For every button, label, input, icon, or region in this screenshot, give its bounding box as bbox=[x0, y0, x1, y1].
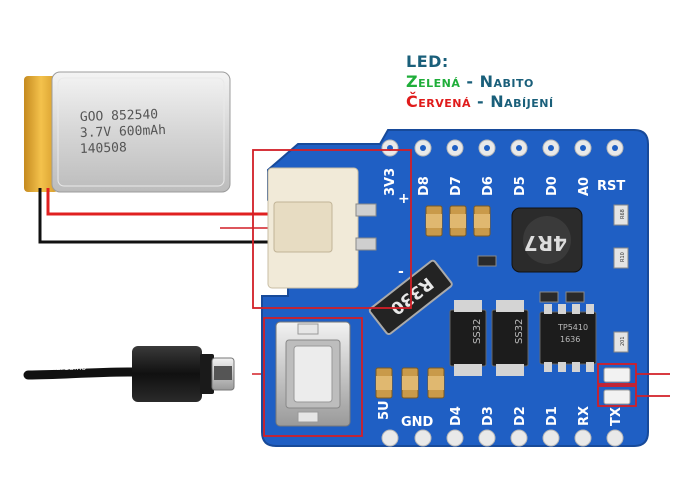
pin-label-a0: A0 bbox=[577, 177, 592, 196]
smd-label-a: R68 bbox=[620, 209, 626, 219]
pin-label-d3: D3 bbox=[481, 406, 496, 426]
smd-capacitors-bottom bbox=[375, 367, 445, 399]
led-red bbox=[603, 389, 631, 405]
pin-label-d2: D2 bbox=[513, 406, 528, 426]
legend-color-red: Červená bbox=[406, 92, 471, 111]
pin-label-d0: D0 bbox=[545, 176, 560, 196]
smd-resistors-right: R68 R10 201 bbox=[477, 204, 629, 353]
legend-separator-green: - bbox=[460, 72, 480, 91]
battery-red-wire bbox=[46, 188, 272, 216]
pin-label-d8: D8 bbox=[417, 176, 432, 196]
pin-label-rx: RX bbox=[577, 406, 592, 426]
battery-connector-highlight bbox=[252, 149, 412, 309]
battery-line-2: 3.7V 600mAh bbox=[80, 123, 167, 141]
legend-title: LED: bbox=[406, 52, 449, 71]
smd-label-c: 201 bbox=[620, 336, 626, 346]
minus-marking: - bbox=[398, 264, 404, 280]
ic-label-1: TP5410 bbox=[557, 323, 588, 332]
usb-port-highlight bbox=[263, 317, 363, 437]
legend-color-green: Zelená bbox=[406, 72, 461, 91]
usb-plug-body bbox=[132, 346, 202, 402]
legend-row-red: Červená - Nabíjení bbox=[406, 92, 554, 112]
micro-usb-port bbox=[275, 321, 351, 427]
jst-battery-connector bbox=[267, 167, 377, 289]
battery-black-wire bbox=[38, 188, 272, 244]
pin-label-tx: TX bbox=[609, 407, 624, 426]
plus-marking: + bbox=[398, 191, 410, 207]
led-legend: LED: Zelená - Nabito Červená - Nabíjení bbox=[406, 52, 554, 112]
pin-label-gnd: GND bbox=[401, 415, 434, 430]
led-green bbox=[603, 367, 631, 383]
usb-cable: laskarduino bbox=[23, 346, 235, 402]
pin-label-d5: D5 bbox=[513, 176, 528, 196]
ic-label-2: 1636 bbox=[560, 335, 580, 344]
battery-line-3: 140508 bbox=[80, 140, 127, 157]
inductor: 4R7 bbox=[511, 207, 583, 273]
diode-label-1: SS32 bbox=[472, 319, 483, 344]
pin-label-5u: 5U bbox=[377, 400, 392, 420]
pin-label-3v3: 3V3 bbox=[383, 168, 398, 196]
legend-separator-red: - bbox=[470, 92, 491, 111]
bottom-pads bbox=[381, 429, 624, 447]
legend-row-green: Zelená - Nabito bbox=[406, 72, 554, 92]
battery-line-1: GOO 852540 bbox=[80, 107, 159, 125]
diode-label-2: SS32 bbox=[514, 319, 525, 344]
inductor-label: 4R7 bbox=[524, 231, 567, 255]
smd-label-b: R10 bbox=[620, 252, 626, 262]
pin-label-rst: RST bbox=[597, 179, 625, 194]
pin-label-d6: D6 bbox=[481, 176, 496, 196]
pin-label-d4: D4 bbox=[449, 406, 464, 426]
schottky-diodes: SS32 SS32 bbox=[449, 300, 529, 376]
charger-pcb: 3V3 D8 D7 D6 D5 D0 A0 RST + - 5U GND D4 … bbox=[261, 129, 649, 447]
pin-label-d1: D1 bbox=[545, 406, 560, 426]
smd-capacitors-top bbox=[425, 205, 491, 237]
legend-state-red: Nabíjení bbox=[490, 92, 554, 111]
usb-cable-brand: laskarduino bbox=[40, 363, 86, 372]
lipo-battery: GOO 852540 3.7V 600mAh 140508 bbox=[24, 71, 231, 193]
charger-ic: TP5410 1636 bbox=[539, 304, 597, 372]
pin-label-d7: D7 bbox=[449, 176, 464, 196]
legend-state-green: Nabito bbox=[479, 72, 534, 91]
